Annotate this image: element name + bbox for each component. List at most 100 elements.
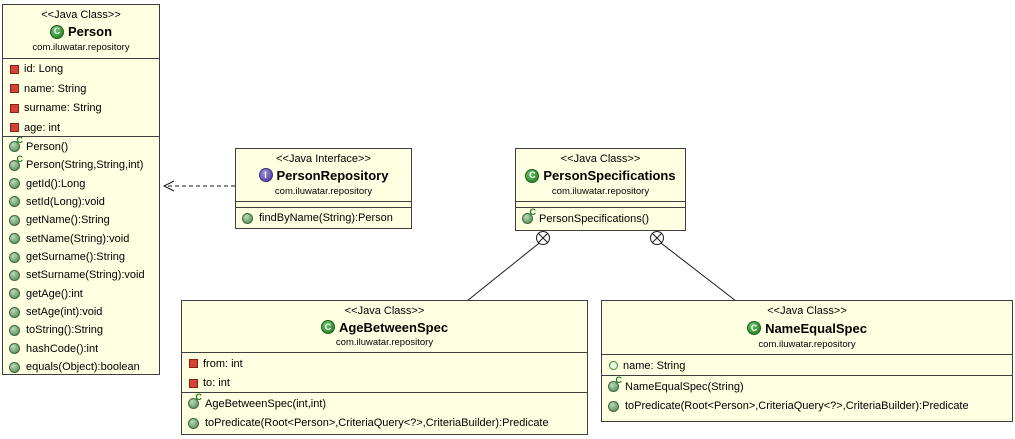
constructor-icon: C [187, 393, 202, 410]
field-row[interactable]: name: String [8, 79, 159, 99]
class-name-row: C NameEqualSpec [747, 321, 867, 336]
class-box-personspecifications[interactable]: <<Java Class>> C PersonSpecifications co… [515, 148, 686, 231]
field-label: name: String [24, 82, 87, 95]
method-row[interactable]: getAge():int [8, 285, 159, 303]
class-icon: C [320, 320, 335, 334]
stereotype-label: <<Java Class>> [344, 304, 425, 317]
method-label: getSurname():String [26, 251, 126, 264]
stereotype-label: <<Java Interface>> [276, 152, 371, 165]
constructor-icon: C [607, 376, 622, 393]
fields-compartment-person: id: Long name: String surname: String ag… [3, 57, 159, 136]
methods-compartment-personrepository: findByName(String):Person [236, 206, 411, 228]
method-row[interactable]: getId():Long [8, 174, 159, 192]
class-name-label: NameEqualSpec [765, 320, 867, 336]
class-header-personspecifications: <<Java Class>> C PersonSpecifications co… [516, 149, 685, 201]
class-name-row: C Person [49, 24, 113, 40]
method-label: toPredicate(Root<Person>,CriteriaQuery<?… [205, 417, 549, 430]
public-method-icon [8, 195, 21, 208]
field-row[interactable]: id: Long [8, 60, 159, 80]
class-name-label: AgeBetweenSpec [338, 319, 449, 335]
class-icon: C [49, 24, 64, 39]
class-name-row: C PersonSpecifications [525, 168, 676, 183]
private-field-icon [10, 64, 19, 74]
public-method-icon [8, 361, 21, 374]
method-row[interactable]: toPredicate(Root<Person>,CriteriaQuery<?… [607, 397, 1012, 417]
public-method-icon [8, 287, 21, 300]
package-label: com.iluwatar.repository [274, 185, 373, 197]
public-method-icon [8, 324, 21, 337]
class-header-agebetweenspec: <<Java Class>> C AgeBetweenSpec com.iluw… [182, 301, 587, 352]
public-method-icon [241, 212, 254, 225]
class-box-person[interactable]: <<Java Class>> C Person com.iluwatar.rep… [2, 4, 160, 375]
fields-compartment-agebetweenspec: from: int to: int [182, 352, 587, 392]
dependency-arrow-personrepository-to-person [162, 180, 235, 192]
method-label: getName():String [26, 214, 110, 227]
method-label: NameEqualSpec(String) [625, 380, 744, 393]
method-row[interactable]: setId(Long):void [8, 193, 159, 211]
field-row[interactable]: name: String [607, 356, 1012, 375]
package-label: com.iluwatar.repository [758, 338, 856, 350]
stereotype-label: <<Java Class>> [560, 153, 641, 165]
private-field-icon [189, 359, 198, 369]
method-row[interactable]: getName():String [8, 211, 159, 229]
method-row[interactable]: setName(String):void [8, 230, 159, 248]
method-row[interactable]: getSurname():String [8, 248, 159, 266]
private-field-icon [10, 123, 19, 133]
public-method-icon [607, 400, 620, 413]
private-field-icon [189, 378, 198, 388]
public-method-icon [8, 232, 21, 245]
class-name-label: Person [67, 24, 113, 40]
class-box-nameequalspec[interactable]: <<Java Class>> C NameEqualSpec com.iluwa… [601, 300, 1013, 422]
inner-class-anchor-agebetweenspec [466, 231, 550, 302]
method-row[interactable]: toString():String [8, 321, 159, 339]
method-row[interactable]: setSurname(String):void [8, 266, 159, 284]
interface-icon: I [258, 168, 273, 183]
method-label: setName(String):void [26, 232, 130, 245]
method-row[interactable]: findByName(String):Person [241, 209, 411, 228]
method-row[interactable]: setAge(int):void [8, 303, 159, 321]
method-label: setSurname(String):void [26, 269, 145, 282]
field-label: to: int [203, 377, 230, 390]
inner-class-anchor-nameequalspec [650, 231, 737, 302]
class-box-personrepository[interactable]: <<Java Interface>> I PersonRepository co… [235, 148, 412, 229]
class-name-label: PersonRepository [276, 167, 389, 183]
field-label: name: String [623, 359, 686, 372]
stereotype-label: <<Java Class>> [767, 305, 847, 318]
public-method-icon [187, 417, 200, 430]
private-field-icon [10, 103, 19, 113]
method-row[interactable]: hashCode():int [8, 340, 159, 358]
method-label: equals(Object):boolean [26, 361, 140, 374]
class-header-nameequalspec: <<Java Class>> C NameEqualSpec com.iluwa… [602, 301, 1012, 354]
private-field-icon [10, 84, 19, 94]
constructor-icon: C [8, 137, 23, 153]
method-label: getId():Long [26, 177, 86, 190]
package-label: com.iluwatar.repository [335, 337, 434, 349]
constructor-icon: C [8, 154, 23, 172]
class-box-agebetweenspec[interactable]: <<Java Class>> C AgeBetweenSpec com.iluw… [181, 300, 588, 435]
field-label: age: int [24, 121, 61, 134]
method-row[interactable]: toPredicate(Root<Person>,CriteriaQuery<?… [187, 414, 587, 434]
field-row[interactable]: to: int [187, 374, 587, 393]
field-row[interactable]: age: int [8, 118, 159, 136]
method-label: AgeBetweenSpec(int,int) [205, 397, 327, 410]
public-method-icon [8, 306, 21, 319]
fields-compartment-nameequalspec: name: String [602, 354, 1012, 375]
constructor-icon: C [521, 208, 536, 225]
method-label: getAge():int [26, 287, 83, 300]
field-row[interactable]: from: int [187, 354, 587, 374]
method-label: Person() [26, 140, 69, 153]
field-row[interactable]: surname: String [8, 99, 159, 119]
method-row[interactable]: equals(Object):boolean [8, 358, 159, 374]
fields-compartment-empty [516, 201, 685, 207]
